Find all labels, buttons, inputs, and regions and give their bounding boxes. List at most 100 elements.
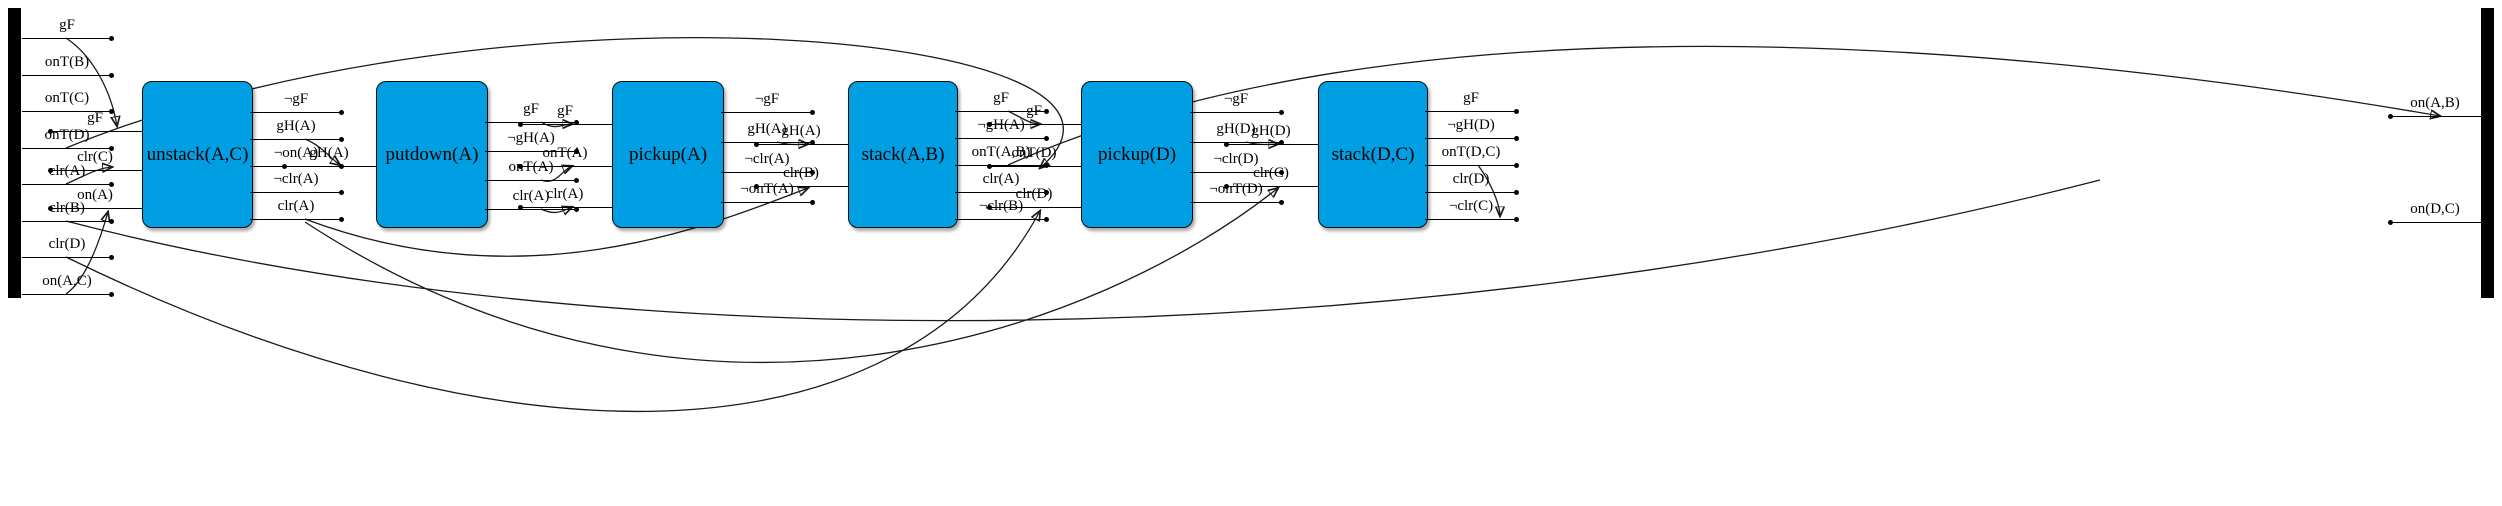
input-port-label: clr(B) [783,165,819,181]
output-port-cap [574,149,579,154]
output-port-cap [1044,190,1049,195]
output-port-cap [339,110,344,115]
output-port-label: ¬clr(A) [744,151,790,167]
output-port-label: ¬gH(A) [977,117,1025,133]
output-port-label: ¬clr(C) [1448,198,1494,214]
action-node-stack_ab[interactable]: stack(A,B) [848,81,958,228]
output-port-line [955,192,1047,193]
action-node-label: pickup(A) [628,143,708,165]
output-port-line [1190,202,1282,203]
input-port-line [284,166,377,167]
action-node-label: putdown(A) [385,143,479,165]
input-port-cap [282,164,287,169]
init-fluent-port [22,148,112,149]
output-port-cap [574,178,579,183]
init-fluent-label: on(A,C) [42,273,92,289]
output-port-cap [810,200,815,205]
input-port-label: gH(A) [309,145,349,161]
output-port-cap [1044,109,1049,114]
output-port-label: clr(A) [982,171,1020,187]
input-port-label: gF [87,110,103,126]
input-port-label: gF [557,103,573,119]
action-node-putdown[interactable]: putdown(A) [376,81,488,228]
input-port-cap [518,205,523,210]
initial-state-bar [8,8,21,298]
output-port-line [250,139,342,140]
output-port-cap [339,217,344,222]
init-fluent-port [22,111,112,112]
input-port-line [1226,186,1319,187]
output-port-label: gF [993,90,1009,106]
input-port-cap [987,164,992,169]
input-port-line [989,124,1082,125]
output-port-line [955,165,1047,166]
init-fluent-label: clr(A) [48,163,86,179]
init-fluent-cap [109,292,114,297]
output-port-label: clr(D) [1452,171,1490,187]
input-port-cap [1224,142,1229,147]
input-port-label: clr(C) [1253,165,1289,181]
input-port-line [50,131,143,132]
output-port-label: ¬gF [754,91,780,107]
init-fluent-cap [109,182,114,187]
goal-fluent-label: on(A,B) [2410,95,2460,111]
input-port-cap [518,164,523,169]
input-port-label: clr(D) [1015,186,1053,202]
input-port-line [756,144,849,145]
output-port-line [721,142,813,143]
wire-clrd-pickupd [65,211,1040,412]
action-node-pickup[interactable]: pickup(A) [612,81,724,228]
output-port-cap [810,140,815,145]
action-node-pickup_d[interactable]: pickup(D) [1081,81,1193,228]
goal-fluent-cap [2388,114,2393,119]
output-port-cap [810,110,815,115]
output-port-label: ¬clr(D) [1213,151,1259,167]
output-port-label: ¬gH(D) [1447,117,1495,133]
action-node-stack_dc[interactable]: stack(D,C) [1318,81,1428,228]
input-port-cap [48,168,53,173]
output-port-line [1425,192,1517,193]
output-port-line [721,172,813,173]
goal-fluent-port [2390,116,2481,117]
output-port-cap [1279,110,1284,115]
input-port-label: gH(A) [781,123,821,139]
output-port-line [250,219,342,220]
init-fluent-label: onT(D) [44,127,90,143]
input-port-cap [1224,184,1229,189]
input-port-line [520,166,613,167]
output-port-label: ¬gF [1223,91,1249,107]
input-port-line [520,124,613,125]
output-port-line [485,122,577,123]
action-node-label: stack(A,B) [861,143,945,165]
output-port-cap [1044,217,1049,222]
output-port-label: ¬clr(A) [273,171,319,187]
input-port-label: clr(A) [546,186,584,202]
output-port-line [955,111,1047,112]
output-port-cap [1279,170,1284,175]
output-port-line [721,202,813,203]
output-port-cap [1514,109,1519,114]
input-port-cap [48,129,53,134]
output-port-cap [574,207,579,212]
output-port-cap [574,120,579,125]
output-port-label: onT(D,C) [1441,144,1501,160]
input-port-label: onT(A) [542,145,588,161]
output-port-label: onT(A,B) [971,144,1031,160]
action-node-label: unstack(A,C) [146,143,249,165]
action-node-unstack[interactable]: unstack(A,C) [142,81,253,228]
input-port-line [756,186,849,187]
output-port-line [250,112,342,113]
init-fluent-cap [109,109,114,114]
goal-fluent-cap [2388,220,2393,225]
output-port-cap [1279,140,1284,145]
output-port-label: onT(A) [508,159,554,175]
output-port-line [955,138,1047,139]
output-port-cap [339,190,344,195]
output-port-line [1425,219,1517,220]
goal-fluent-label: on(D,C) [2410,201,2460,217]
output-port-cap [1514,190,1519,195]
init-fluent-port [22,294,112,295]
init-fluent-cap [109,73,114,78]
